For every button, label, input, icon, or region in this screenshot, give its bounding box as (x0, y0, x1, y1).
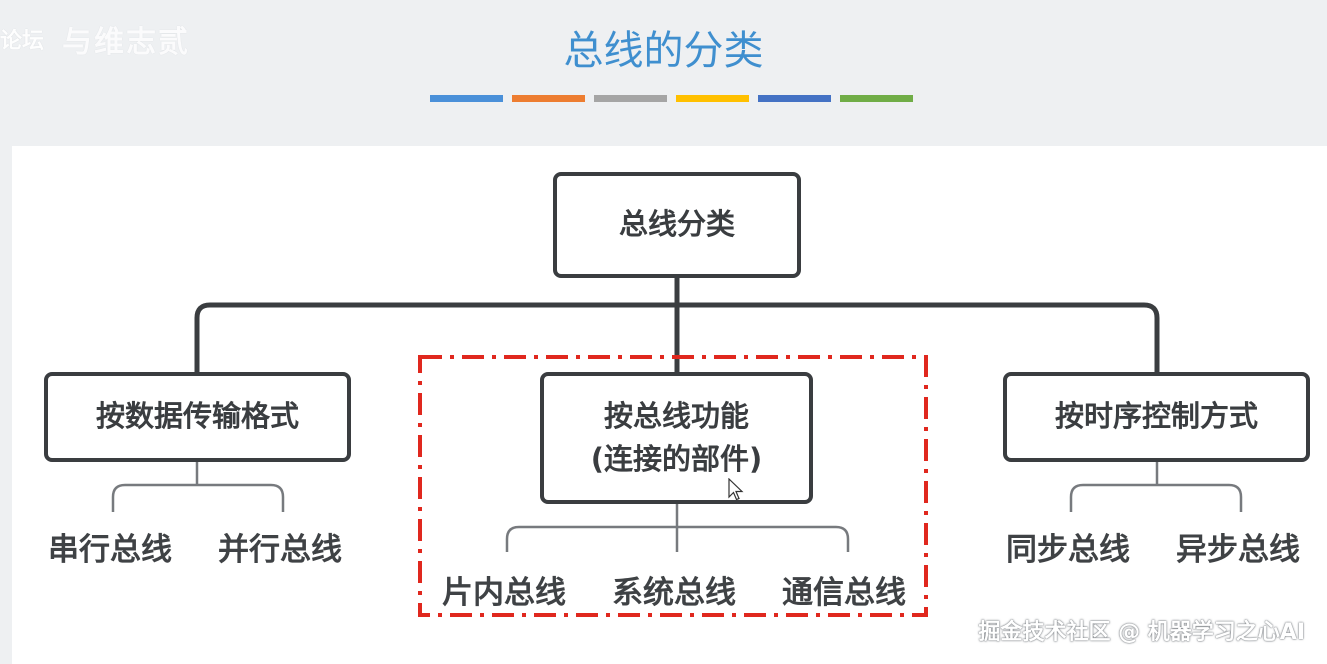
root-node: 总线分类 (553, 172, 801, 278)
leaf-communication-bus: 通信总线 (782, 575, 906, 611)
forum-logo: 论坛 与维志贰 (0, 22, 190, 60)
left-brace (111, 483, 285, 512)
branch-node-label: 按时序控制方式 (1054, 399, 1258, 434)
color-bar-5 (758, 95, 831, 102)
leaf-system-bus: 系统总线 (612, 575, 736, 611)
title-color-bars (430, 95, 913, 102)
color-bar-4 (676, 95, 749, 102)
right-brace (1069, 483, 1243, 512)
branch-node-function: 按总线功能 (连接的部件) (540, 372, 813, 504)
forum-logo-text: 论坛 (0, 29, 45, 54)
mouse-pointer-icon (728, 478, 744, 501)
color-bar-6 (840, 95, 913, 102)
color-bar-2 (512, 95, 585, 102)
branch-node-label: 按总线功能 (603, 398, 749, 433)
branch-node-sublabel: (连接的部件) (590, 442, 763, 476)
leaf-serial-bus: 串行总线 (48, 532, 172, 568)
middle-brace (505, 525, 850, 552)
root-node-label: 总线分类 (618, 207, 735, 242)
page-title: 总线的分类 (563, 28, 764, 74)
watermark: 掘金技术社区 @ 机器学习之心AI (978, 620, 1305, 645)
branch-node-label: 按数据传输格式 (95, 399, 299, 434)
branch-node-timing: 按时序控制方式 (1003, 372, 1310, 462)
leaf-parallel-bus: 并行总线 (218, 532, 342, 568)
forum-logo-squiggle: 与维志贰 (62, 25, 191, 60)
leaf-on-chip-bus: 片内总线 (442, 575, 566, 611)
branch-node-data-format: 按数据传输格式 (44, 372, 351, 462)
highlight-frame (418, 355, 928, 617)
color-bar-1 (430, 95, 503, 102)
leaf-sync-bus: 同步总线 (1006, 532, 1130, 568)
color-bar-3 (594, 95, 667, 102)
leaf-async-bus: 异步总线 (1176, 532, 1300, 568)
